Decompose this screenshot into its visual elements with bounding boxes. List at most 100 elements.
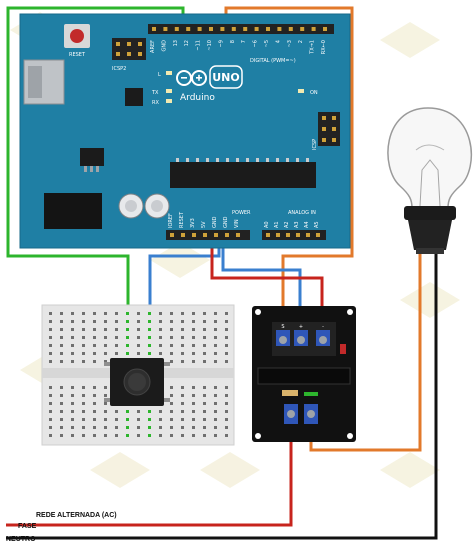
breadboard-hole [181, 360, 184, 363]
relay-body [257, 367, 351, 385]
power-pin [316, 233, 320, 237]
power-pin [306, 233, 310, 237]
breadboard-hole [104, 386, 107, 389]
breadboard-hole [49, 352, 52, 355]
breadboard-hole [104, 402, 107, 405]
power-pin [236, 233, 240, 237]
digital-pin-label: ~6 [253, 40, 259, 47]
breadboard-active-hole [126, 426, 129, 429]
breadboard-hole [159, 320, 162, 323]
led-l-label: L [158, 72, 161, 78]
power-pin [286, 233, 290, 237]
breadboard-hole [225, 336, 228, 339]
breadboard-hole [93, 352, 96, 355]
icsp-header [318, 112, 340, 146]
power-pin-label: A4 [304, 221, 310, 228]
breadboard-hole [192, 344, 195, 347]
digital-pin [220, 27, 225, 31]
relay-pin-plus: + [299, 324, 303, 330]
black-wire-neutro [6, 252, 438, 540]
breadboard-hole [181, 402, 184, 405]
breadboard-hole [225, 328, 228, 331]
breadboard-hole [137, 312, 140, 315]
breadboard-hole [71, 410, 74, 413]
breadboard-hole [181, 386, 184, 389]
breadboard-hole [104, 410, 107, 413]
icsp2-header [112, 38, 146, 60]
breadboard-hole [170, 360, 173, 363]
breadboard-hole [192, 402, 195, 405]
breadboard-hole [60, 410, 63, 413]
breadboard-hole [115, 418, 118, 421]
power-pin-label: GND [212, 216, 218, 228]
breadboard-hole [93, 434, 96, 437]
breadboard-hole [137, 328, 140, 331]
breadboard-hole [225, 344, 228, 347]
breadboard-active-hole [148, 426, 151, 429]
breadboard-hole [159, 336, 162, 339]
breadboard-hole [170, 352, 173, 355]
breadboard-hole [93, 426, 96, 429]
breadboard-hole [159, 410, 162, 413]
breadboard-hole [93, 360, 96, 363]
digital-pin [209, 27, 213, 31]
power-jack [44, 193, 102, 229]
breadboard-hole [159, 344, 162, 347]
breadboard-hole [225, 360, 228, 363]
breadboard-hole [192, 386, 195, 389]
breadboard-hole [159, 426, 162, 429]
power-pin [181, 233, 185, 237]
icsp-label: ICSP [312, 139, 318, 150]
breadboard-hole [49, 394, 52, 397]
power-pin [266, 233, 270, 237]
breadboard-hole [159, 434, 162, 437]
breadboard-hole [60, 402, 63, 405]
breadboard-hole [60, 434, 63, 437]
digital-pin [277, 27, 282, 31]
breadboard-hole [170, 418, 173, 421]
digital-pin [254, 27, 259, 31]
breadboard-hole [60, 426, 63, 429]
relay-pin-s: S [281, 324, 284, 330]
breadboard-hole [115, 410, 118, 413]
breadboard-hole [192, 426, 195, 429]
breadboard-hole [159, 418, 162, 421]
breadboard-hole [192, 328, 195, 331]
breadboard-hole [192, 410, 195, 413]
on-label: ON [310, 90, 318, 96]
digital-pin-label: 4 [275, 40, 281, 43]
power-pin-label: GND [223, 216, 229, 228]
breadboard-hole [181, 336, 184, 339]
power-pin-label: 3V3 [190, 218, 196, 228]
breadboard-hole [71, 386, 74, 389]
breadboard-hole [93, 402, 96, 405]
breadboard-hole [181, 344, 184, 347]
breadboard-hole [214, 328, 217, 331]
breadboard-hole [181, 434, 184, 437]
breadboard-hole [214, 418, 217, 421]
breadboard-hole [82, 320, 85, 323]
breadboard-active-hole [126, 418, 129, 421]
relay-pin-minus: - [322, 324, 324, 330]
breadboard-hole [60, 360, 63, 363]
power-pin-label: A1 [274, 221, 280, 228]
breadboard-hole [214, 394, 217, 397]
breadboard-hole [203, 344, 206, 347]
breadboard-hole [60, 336, 63, 339]
breadboard-hole [93, 394, 96, 397]
breadboard-hole [49, 386, 52, 389]
breadboard-hole [181, 426, 184, 429]
breadboard-hole [82, 394, 85, 397]
breadboard-hole [225, 352, 228, 355]
breadboard-hole [93, 328, 96, 331]
breadboard-hole [71, 336, 74, 339]
breadboard-hole [214, 434, 217, 437]
breadboard-hole [104, 418, 107, 421]
breadboard-hole [170, 410, 173, 413]
digital-pin-label: AREF [150, 40, 156, 53]
digital-pin-label: 2 [298, 40, 304, 43]
digital-pin [163, 27, 168, 31]
breadboard-hole [49, 410, 52, 413]
breadboard-hole [170, 402, 173, 405]
digital-pin [266, 27, 270, 31]
